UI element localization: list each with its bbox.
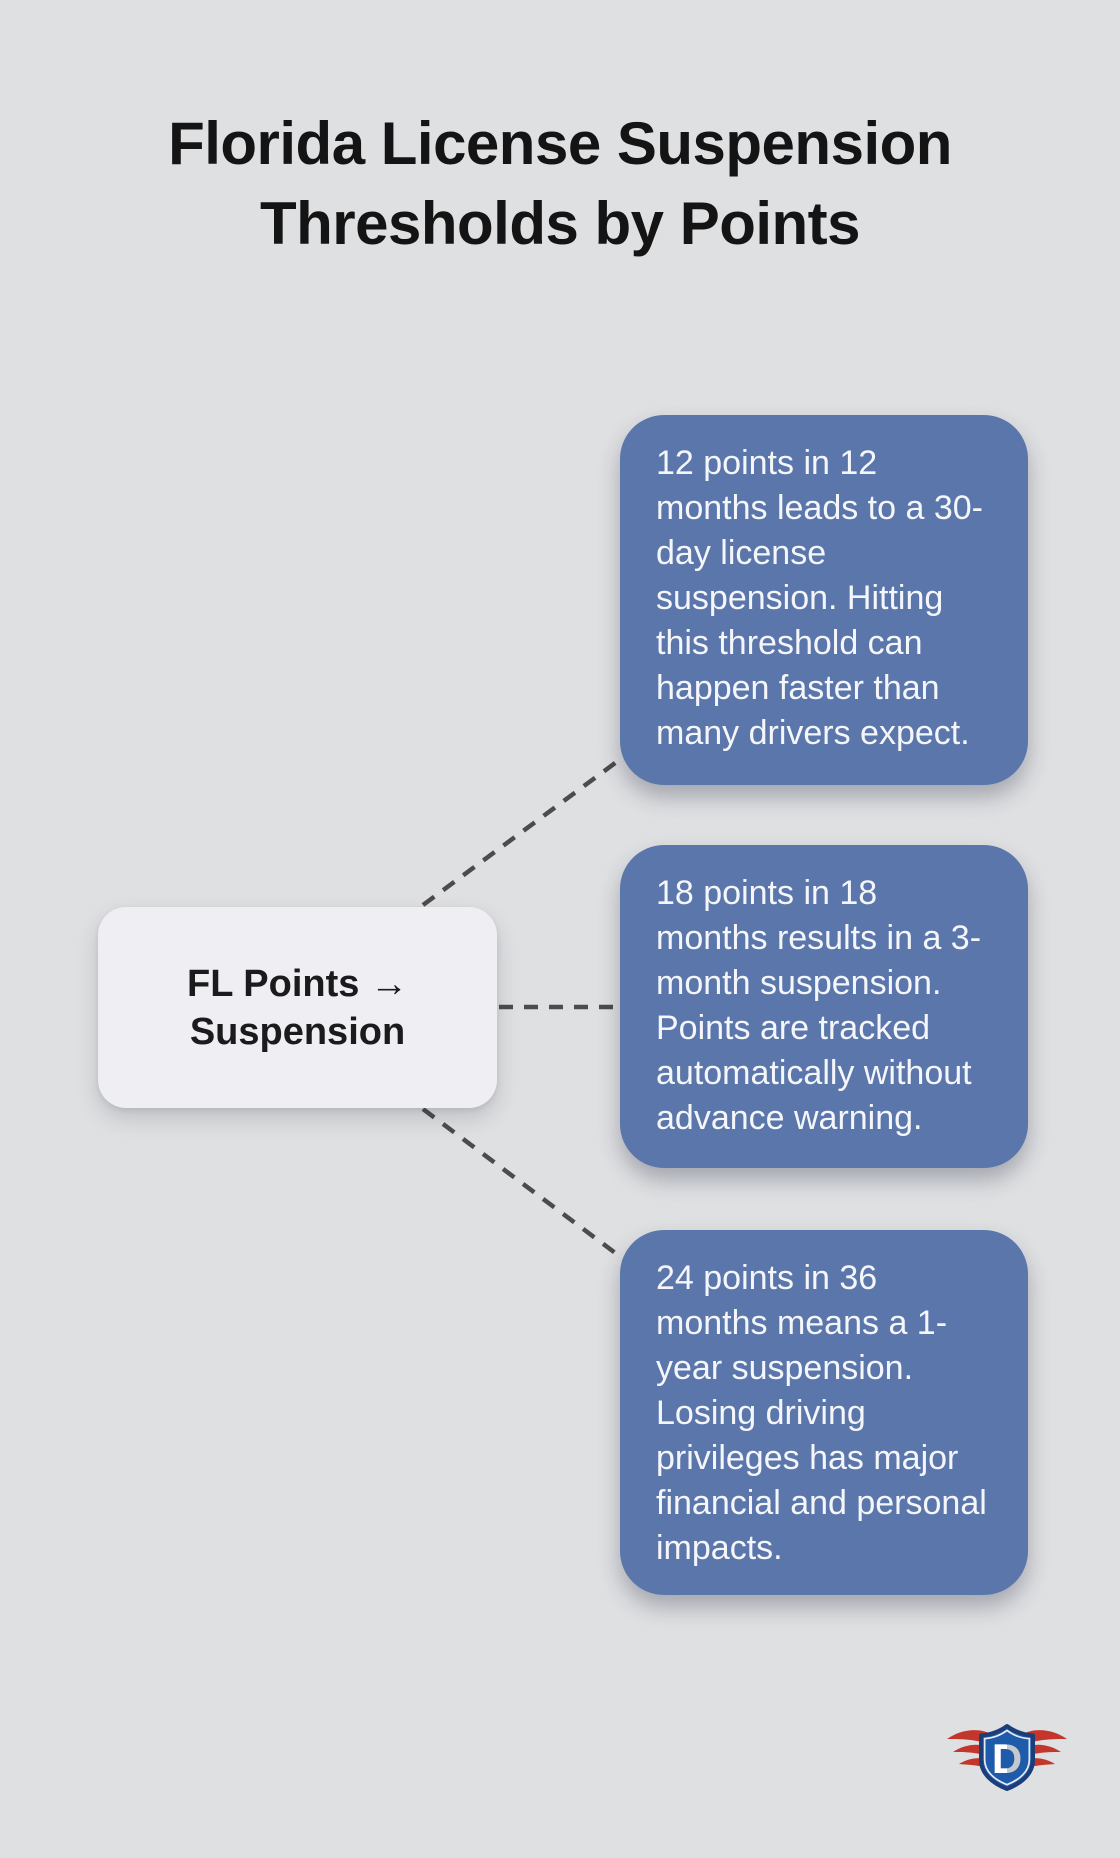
page-title: Florida License Suspension Thresholds by… (168, 110, 952, 257)
logo-letter: D (992, 1735, 1022, 1782)
brand-logo: D (947, 1724, 1067, 1791)
center-node: FL Points → Suspension (98, 907, 497, 1108)
threshold-card-12-points: 12 points in 12 months leads to a 30- da… (620, 415, 1028, 785)
shield-icon: D (979, 1724, 1035, 1791)
center-node-label: FL Points → Suspension (187, 962, 408, 1053)
threshold-card-24-points: 24 points in 36 months means a 1- year s… (620, 1230, 1028, 1595)
connector-line-top (421, 750, 632, 907)
connector-line-bottom (421, 1107, 632, 1266)
threshold-card-18-points: 18 points in 18 months results in a 3- m… (620, 845, 1028, 1168)
